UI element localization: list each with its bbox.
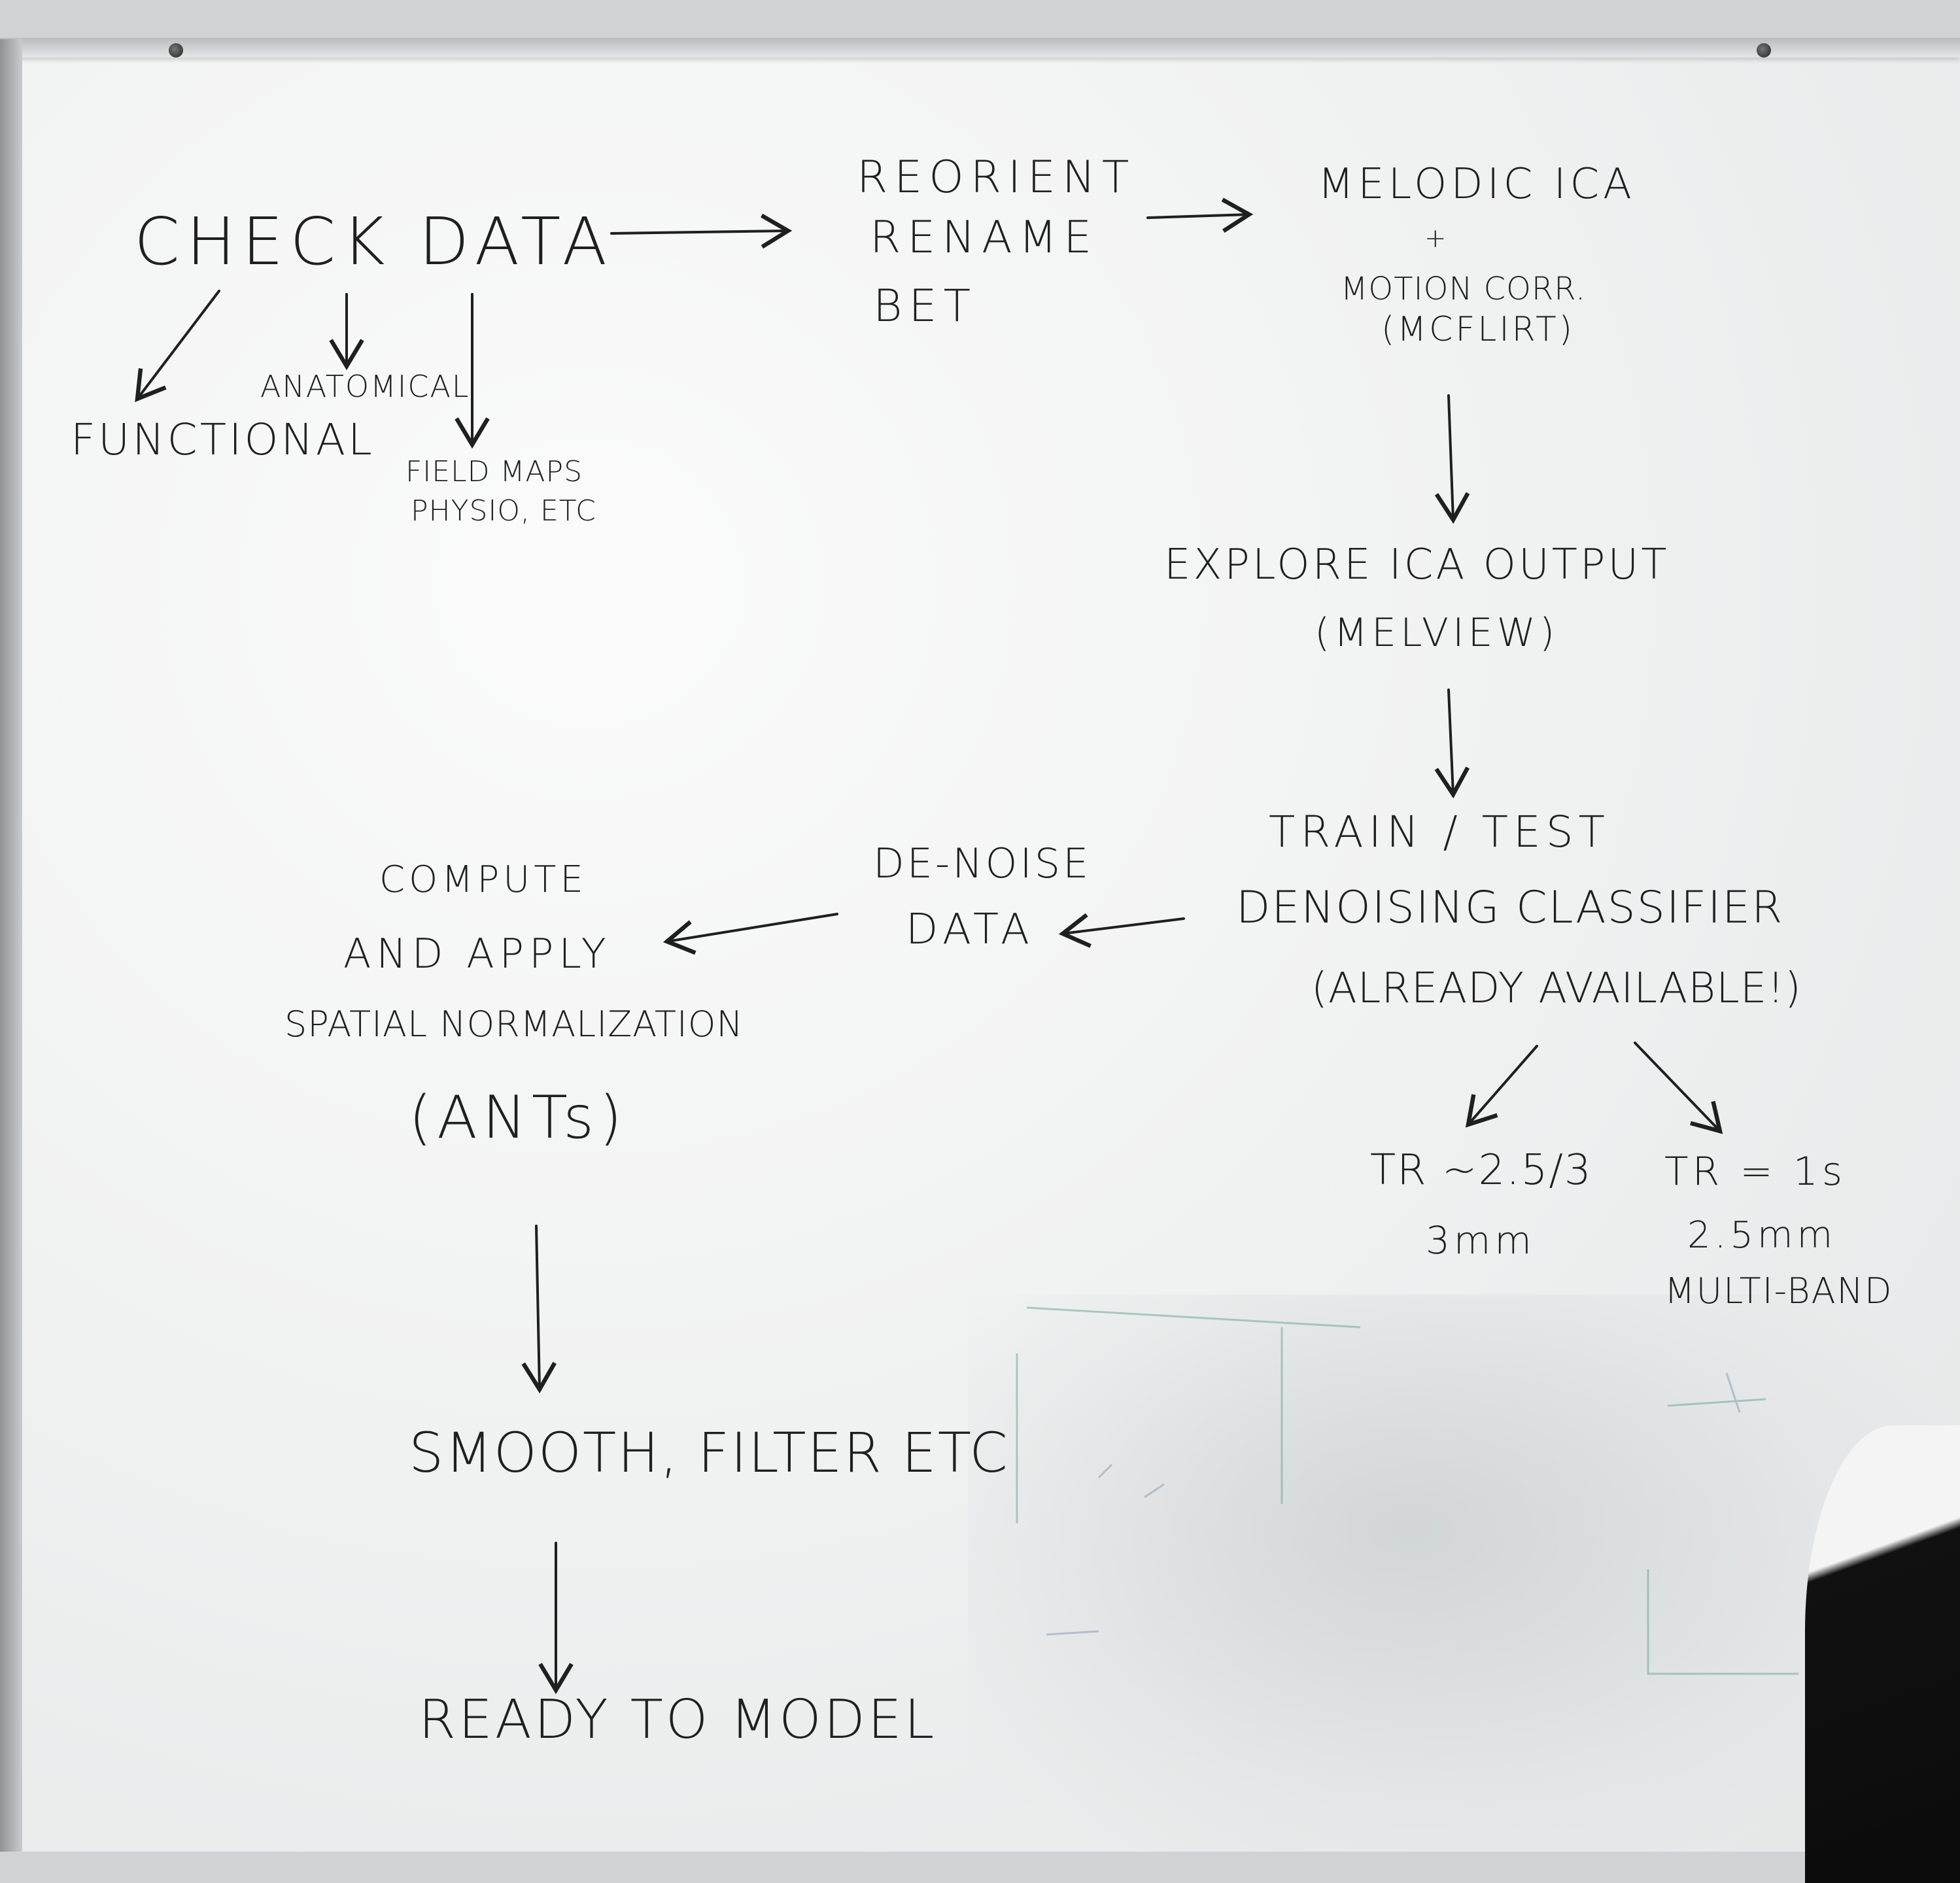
node-denoise-1: DE-NOISE	[873, 840, 1092, 887]
faint-erased-marks	[1046, 1372, 1741, 1636]
node-compute-3: SPATIAL NORMALIZATION	[284, 1004, 744, 1045]
node-tr-a-1: TR ~2.5/3	[1370, 1146, 1592, 1195]
mounting-screw	[1757, 43, 1771, 58]
node-ready: READY TO MODEL	[419, 1689, 937, 1751]
node-reorient-2: RENAME	[870, 212, 1099, 263]
node-tr-a-2: 3mm	[1426, 1218, 1536, 1263]
node-melodic-1: MELODIC ICA	[1318, 160, 1636, 209]
node-denoise-2: DATA	[906, 906, 1035, 954]
node-compute-2: AND APPLY	[343, 930, 611, 977]
node-anatomical: ANATOMICAL	[260, 369, 470, 404]
whiteboard-frame-left	[0, 39, 22, 1852]
arrow-compute-to-smooth	[521, 1225, 557, 1394]
node-field-maps-1: FIELD MAPS	[405, 455, 583, 488]
arrow-reorient-to-melodic	[1146, 197, 1254, 233]
arrow-explore-to-train	[1434, 688, 1470, 799]
whiteboard	[0, 39, 1960, 1852]
node-tr-b-1: TR = 1s	[1664, 1149, 1847, 1195]
node-smooth: SMOOTH, FILTER ETC	[409, 1421, 1009, 1485]
node-reorient-1: REORIENT	[857, 152, 1136, 203]
node-melodic-2: +	[1424, 224, 1447, 254]
mounting-screw	[169, 43, 183, 58]
arrow-train-to-tr-b	[1634, 1042, 1723, 1134]
arrow-check-to-reorient	[610, 213, 793, 249]
node-train-2: DENOISING CLASSIFIER	[1236, 882, 1784, 934]
arrow-check-to-functional	[135, 290, 220, 402]
erased-smudge-area	[968, 1295, 1949, 1852]
node-reorient-3: BET	[873, 280, 978, 332]
node-functional: FUNCTIONAL	[71, 415, 375, 465]
node-compute-1: COMPUTE	[379, 858, 587, 901]
node-melodic-4: (MCFLIRT)	[1381, 310, 1575, 349]
arrow-denoise-to-compute	[662, 913, 838, 955]
node-train-1: TRAIN / TEST	[1269, 807, 1610, 857]
node-compute-4: (ANTs)	[409, 1083, 628, 1152]
arrow-melodic-to-explore	[1434, 394, 1470, 524]
node-train-3: (ALREADY AVAILABLE!)	[1311, 964, 1802, 1013]
node-tr-b-3: MULTI-BAND	[1664, 1270, 1893, 1312]
person-silhouette	[1805, 1425, 1960, 1883]
whiteboard-frame-top	[0, 38, 1960, 58]
arrow-train-to-tr-a	[1465, 1045, 1538, 1128]
node-melodic-3: MOTION CORR.	[1341, 271, 1587, 307]
arrow-train-to-denoise	[1058, 913, 1185, 948]
faint-erased-marks	[1016, 1306, 1798, 1675]
node-explore-2: (MELVIEW)	[1315, 610, 1559, 656]
node-field-maps-2: PHYSIO, ETC	[411, 494, 596, 528]
node-tr-b-2: 2.5mm	[1687, 1214, 1837, 1257]
node-check-data: CHECK DATA	[134, 203, 614, 280]
node-explore-1: EXPLORE ICA OUTPUT	[1164, 541, 1670, 589]
